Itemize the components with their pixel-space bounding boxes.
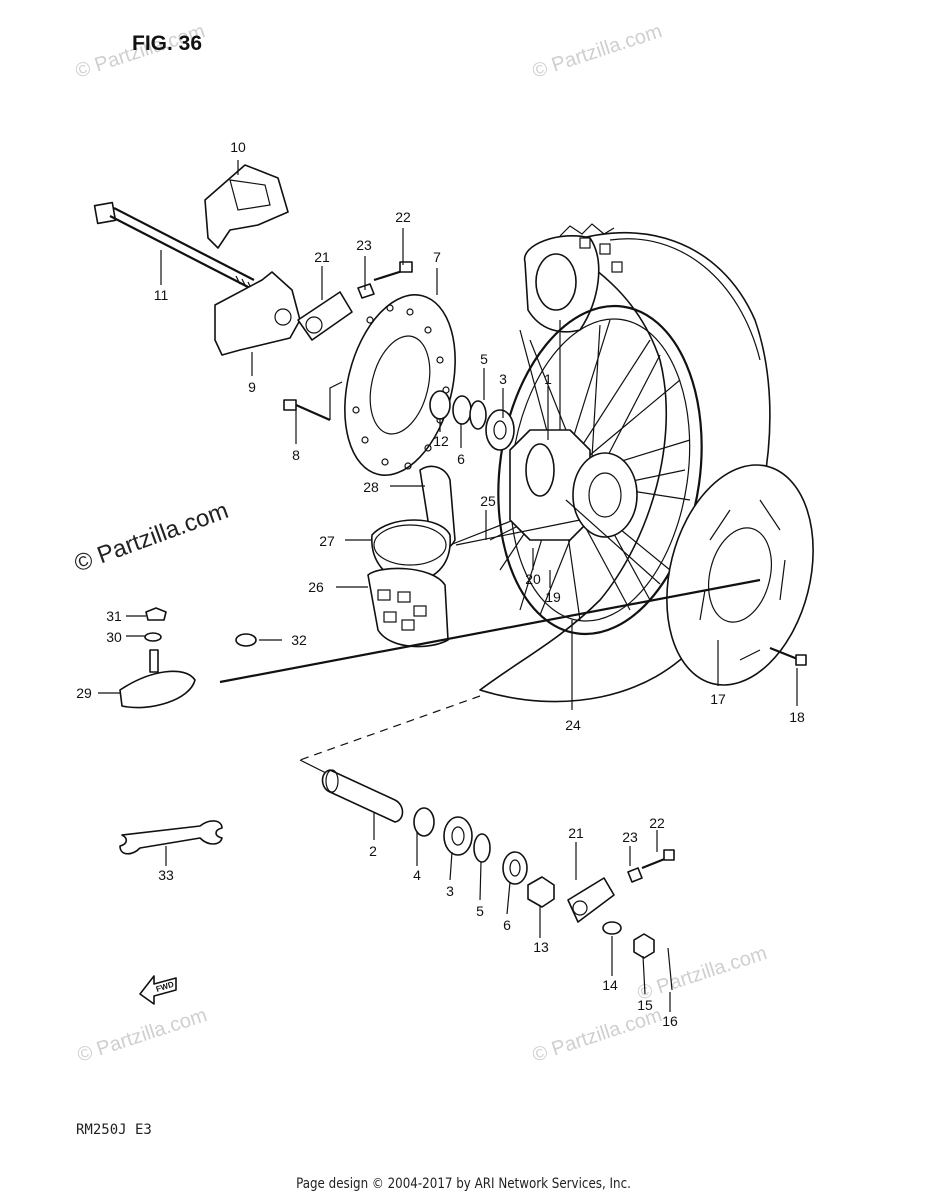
watermark: © Partzilla.com <box>530 1004 665 1067</box>
callout-22-lower: 22 <box>649 815 665 831</box>
callout-19: 19 <box>545 589 561 605</box>
model-code: RM250J E3 <box>76 1122 152 1138</box>
callout-23: 23 <box>356 237 372 253</box>
callout-31: 31 <box>106 608 122 624</box>
callout-7: 7 <box>433 249 441 265</box>
callout-1: 1 <box>544 371 552 387</box>
callout-6-lower: 6 <box>503 917 511 933</box>
watermark: © Partzilla.com <box>75 1004 210 1067</box>
valve-parts <box>119 607 257 709</box>
callout-16: 16 <box>662 1013 678 1029</box>
callout-32: 32 <box>291 632 307 648</box>
callout-13: 13 <box>533 939 549 955</box>
page-footer: Page design © 2004-2017 by ARI Network S… <box>296 1176 631 1192</box>
callout-3: 3 <box>499 371 507 387</box>
callout-29: 29 <box>76 685 92 701</box>
callout-24: 24 <box>565 717 581 733</box>
rear-sprocket <box>666 464 814 686</box>
callout-22: 22 <box>395 209 411 225</box>
callout-11: 11 <box>154 287 169 303</box>
callout-12: 12 <box>433 433 449 449</box>
callout-leaders <box>98 160 798 1012</box>
hub-parts-lower <box>321 769 675 991</box>
callout-4: 4 <box>413 867 421 883</box>
callout-23-lower: 23 <box>622 829 638 845</box>
callout-27: 27 <box>319 533 335 549</box>
callout-18: 18 <box>789 709 805 725</box>
callout-33: 33 <box>158 867 174 883</box>
callout-numbers: 1 2 3 4 5 6 7 8 9 10 11 12 13 14 15 16 1… <box>76 139 805 1029</box>
callout-2: 2 <box>369 843 377 859</box>
spanner-tool <box>119 820 223 855</box>
callout-21: 21 <box>314 249 330 265</box>
callout-5-lower: 5 <box>476 903 484 919</box>
axle <box>93 201 255 291</box>
callout-26: 26 <box>308 579 324 595</box>
callout-21-lower: 21 <box>568 825 584 841</box>
watermark: © Partzilla.com <box>530 20 665 83</box>
figure-title: FIG. 36 <box>132 32 202 55</box>
callout-30: 30 <box>106 629 122 645</box>
callout-20: 20 <box>525 571 541 587</box>
watermark: © Partzilla.com <box>71 497 232 578</box>
callout-14: 14 <box>602 977 618 993</box>
callout-28: 28 <box>363 479 379 495</box>
callout-17: 17 <box>710 691 726 707</box>
watermark: © Partzilla.com <box>635 942 770 1005</box>
tube-and-rim-band <box>367 465 456 648</box>
callout-10: 10 <box>230 139 246 155</box>
callout-6: 6 <box>457 451 465 467</box>
brake-disc <box>344 294 456 476</box>
callout-25: 25 <box>480 493 496 509</box>
callout-15: 15 <box>637 997 653 1013</box>
hub-small-parts-upper <box>283 381 515 451</box>
chain-adjuster-upper <box>297 261 413 341</box>
callout-8: 8 <box>292 447 300 463</box>
forward-direction-arrow: FWD <box>139 975 177 1005</box>
callout-3-lower: 3 <box>446 883 454 899</box>
caliper-bracket <box>204 164 301 356</box>
callout-9: 9 <box>248 379 256 395</box>
callout-5: 5 <box>480 351 488 367</box>
